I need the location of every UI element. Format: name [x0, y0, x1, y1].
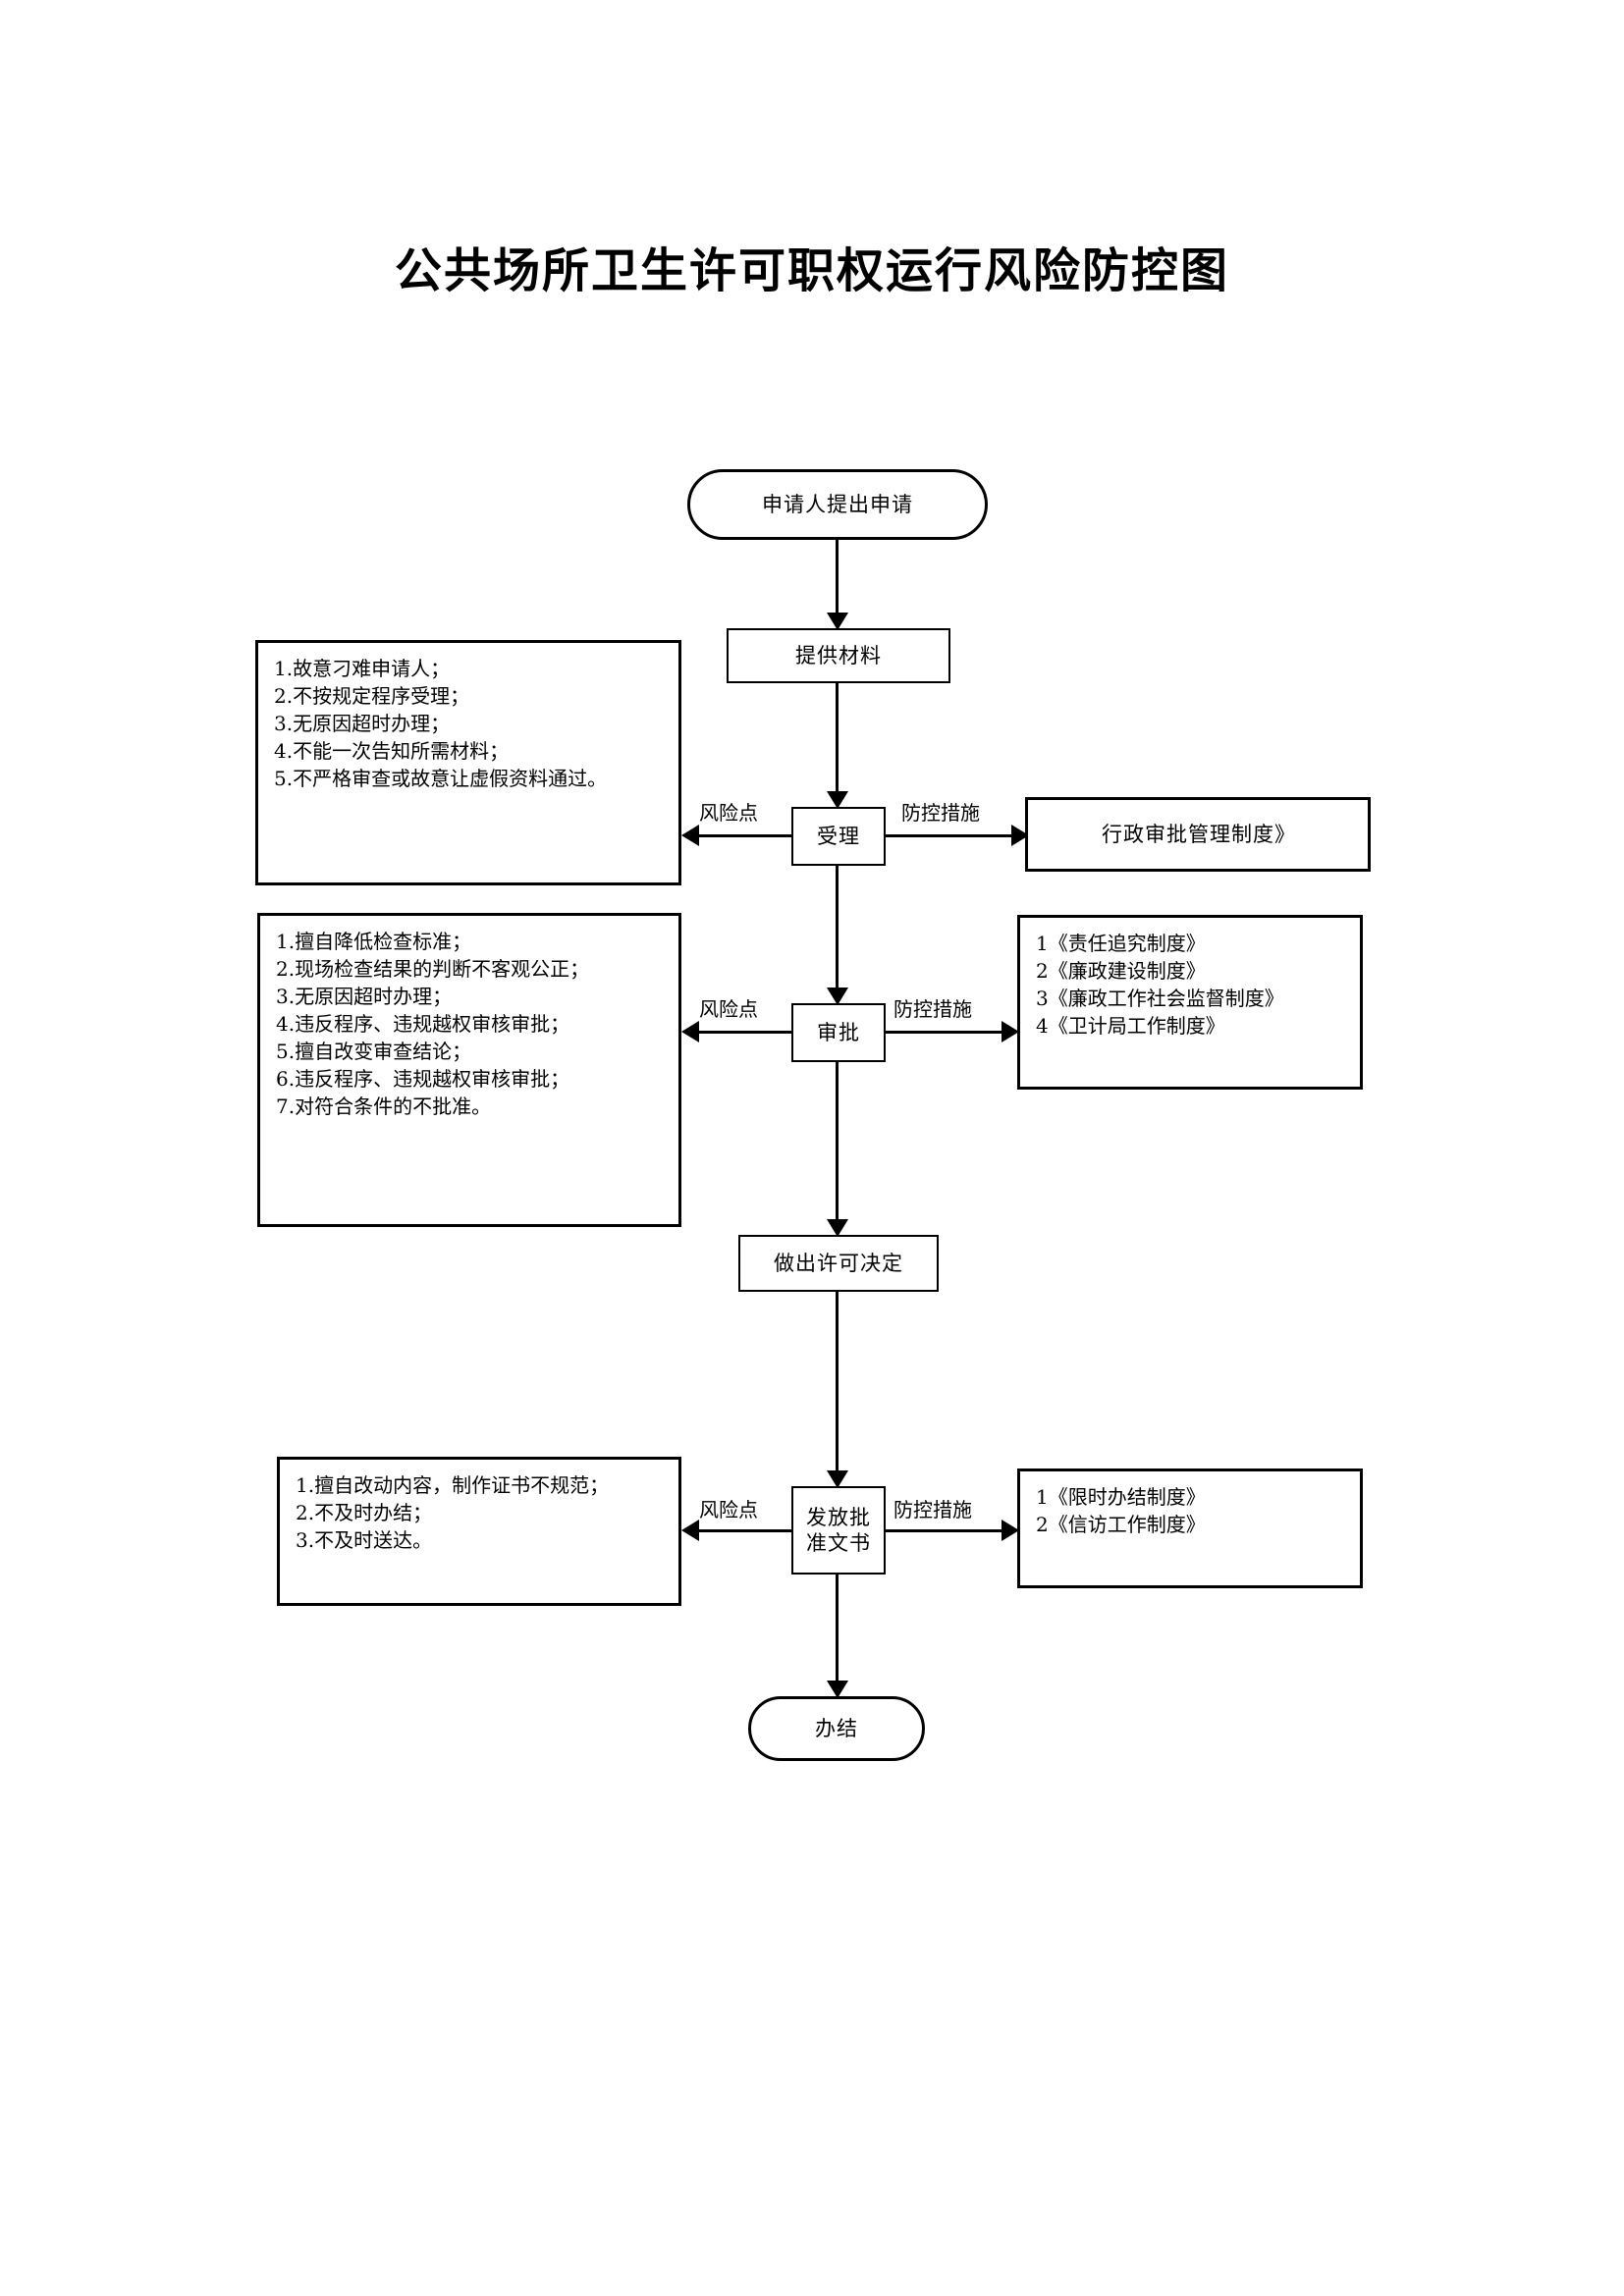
edge-label-control-accept: 防控措施 — [901, 801, 980, 825]
risk-box-approve-list: 1.擅自降低检查标准； 2.现场检查结果的判断不客观公正； 3.无原因超时办理；… — [276, 928, 665, 1120]
connector-issue-to-control — [886, 1529, 1007, 1532]
risk-box-approve: 1.擅自降低检查标准； 2.现场检查结果的判断不客观公正； 3.无原因超时办理；… — [257, 913, 681, 1227]
flow-node-start-label: 申请人提出申请 — [762, 492, 913, 516]
arrowhead-issue-to-risk — [681, 1520, 699, 1541]
page-title: 公共场所卫生许可职权运行风险防控图 — [394, 243, 1229, 298]
list-item: 7.对符合条件的不批准。 — [276, 1095, 492, 1118]
flow-node-accept[interactable]: 受理 — [791, 807, 886, 866]
arrowhead-start-to-materials — [827, 613, 848, 630]
control-box-issue: 1《限时办结制度》 2《信访工作制度》 — [1017, 1468, 1363, 1588]
list-item: 1《限时办结制度》 — [1036, 1485, 1206, 1509]
connector-approve-to-control — [886, 1031, 1007, 1034]
arrowhead-decision-to-issue — [827, 1470, 848, 1488]
list-item: 4.违反程序、违规越权审核审批； — [276, 1012, 570, 1036]
risk-box-accept-list: 1.故意刁难申请人； 2.不按规定程序受理； 3.无原因超时办理； 4.不能一次… — [274, 655, 665, 792]
list-item: 5.擅自改变审查结论； — [276, 1040, 472, 1063]
list-item: 2.不按规定程序受理； — [274, 684, 470, 708]
list-item: 1.擅自改动内容，制作证书不规范； — [296, 1473, 610, 1497]
edge-label-risk-issue: 风险点 — [699, 1498, 758, 1522]
risk-box-issue: 1.擅自改动内容，制作证书不规范； 2.不及时办结； 3.不及时送达。 — [277, 1457, 681, 1606]
list-item: 2.现场检查结果的判断不客观公正； — [276, 957, 590, 981]
list-item: 行政审批管理制度》 — [1102, 823, 1296, 847]
list-item: 2.不及时办结； — [296, 1501, 433, 1524]
edge-label-risk-approve: 风险点 — [699, 997, 758, 1021]
list-item: 1.擅自降低检查标准； — [276, 930, 472, 953]
edge-label-risk-accept: 风险点 — [699, 801, 758, 825]
flow-node-materials[interactable]: 提供材料 — [727, 628, 950, 683]
list-item: 4《卫计局工作制度》 — [1036, 1014, 1225, 1038]
list-item: 2《廉政建设制度》 — [1036, 959, 1206, 983]
flow-node-decision[interactable]: 做出许可决定 — [738, 1235, 939, 1292]
arrowhead-approve-to-risk — [681, 1021, 699, 1042]
flow-node-approve-label: 审批 — [817, 1020, 860, 1044]
list-item: 3.无原因超时办理； — [274, 712, 451, 735]
list-item: 6.违反程序、违规越权审核审批； — [276, 1067, 570, 1091]
flow-node-start[interactable]: 申请人提出申请 — [687, 469, 988, 540]
control-box-approve: 1《责任追究制度》 2《廉政建设制度》 3《廉政工作社会监督制度》 4《卫计局工… — [1017, 915, 1363, 1090]
flow-node-end-label: 办结 — [815, 1716, 858, 1740]
arrowhead-accept-to-control — [1011, 825, 1029, 846]
arrowhead-issue-to-end — [827, 1681, 848, 1698]
flow-node-end[interactable]: 办结 — [748, 1696, 925, 1761]
list-item: 1《责任追究制度》 — [1036, 932, 1206, 955]
arrowhead-issue-to-control — [1001, 1520, 1019, 1541]
connector-accept-to-approve — [836, 866, 839, 995]
flow-node-materials-label: 提供材料 — [795, 643, 882, 667]
connector-issue-to-end — [836, 1575, 839, 1688]
list-item: 2《信访工作制度》 — [1036, 1513, 1206, 1536]
flow-node-decision-label: 做出许可决定 — [774, 1251, 903, 1275]
arrowhead-accept-to-approve — [827, 988, 848, 1005]
arrowhead-accept-to-risk — [681, 825, 699, 846]
connector-accept-to-risk — [699, 834, 793, 837]
connector-materials-to-accept — [836, 683, 839, 799]
connector-approve-to-decision — [836, 1062, 839, 1227]
arrowhead-materials-to-accept — [827, 791, 848, 809]
connector-accept-to-control — [886, 834, 1017, 837]
flow-node-issue-label-line2: 准文书 — [806, 1531, 871, 1555]
connector-start-to-materials — [836, 540, 839, 620]
list-item: 3.无原因超时办理； — [276, 985, 453, 1008]
flow-node-issue-label-line1: 发放批 — [806, 1505, 871, 1529]
flow-node-issue[interactable]: 发放批 准文书 — [791, 1486, 886, 1575]
connector-approve-to-risk — [699, 1031, 793, 1034]
list-item: 5.不严格审查或故意让虚假资料通过。 — [274, 767, 608, 790]
risk-box-issue-list: 1.擅自改动内容，制作证书不规范； 2.不及时办结； 3.不及时送达。 — [296, 1471, 665, 1554]
edge-label-control-approve: 防控措施 — [893, 997, 972, 1021]
control-box-approve-list: 1《责任追究制度》 2《廉政建设制度》 3《廉政工作社会监督制度》 4《卫计局工… — [1036, 930, 1346, 1040]
connector-issue-to-risk — [699, 1529, 793, 1532]
list-item: 3《廉政工作社会监督制度》 — [1036, 987, 1284, 1010]
connector-decision-to-issue — [836, 1292, 839, 1478]
edge-label-control-issue: 防控措施 — [893, 1498, 972, 1522]
list-item: 4.不能一次告知所需材料； — [274, 739, 510, 763]
risk-box-accept: 1.故意刁难申请人； 2.不按规定程序受理； 3.无原因超时办理； 4.不能一次… — [255, 640, 681, 885]
flow-node-approve[interactable]: 审批 — [791, 1003, 886, 1062]
flow-node-accept-label: 受理 — [817, 824, 860, 848]
control-box-accept: 行政审批管理制度》 — [1025, 797, 1371, 872]
arrowhead-approve-to-control — [1001, 1021, 1019, 1042]
list-item: 1.故意刁难申请人； — [274, 657, 451, 680]
arrowhead-approve-to-decision — [827, 1219, 848, 1237]
list-item: 3.不及时送达。 — [296, 1528, 433, 1552]
control-box-issue-list: 1《限时办结制度》 2《信访工作制度》 — [1036, 1483, 1346, 1538]
